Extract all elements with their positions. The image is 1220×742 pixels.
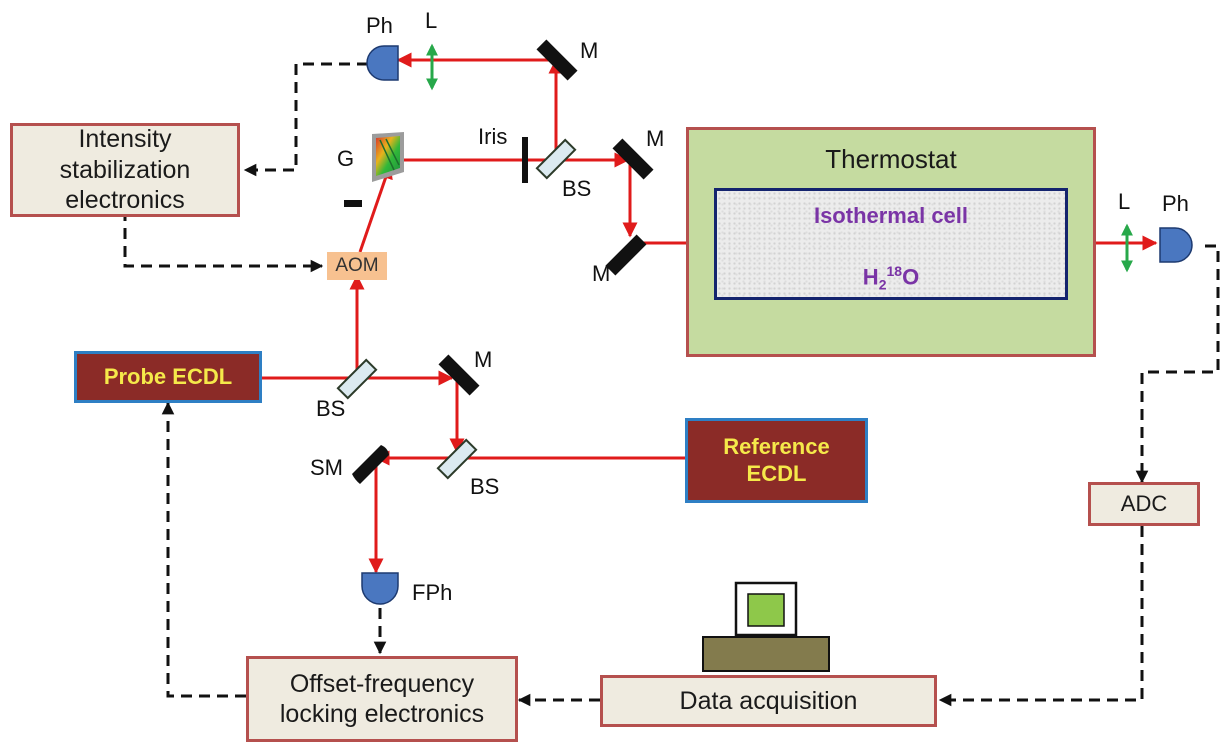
cell-sample-main: H <box>862 264 879 290</box>
cell-sample-sup: 18 <box>886 263 903 279</box>
photodetector-icon <box>1159 227 1193 263</box>
signal-offset-to-probe <box>161 401 246 698</box>
grating-icon <box>372 132 404 182</box>
photodetector-icon <box>366 45 399 81</box>
mirror-icon <box>438 354 480 396</box>
cell-sample-sub: 2 <box>878 276 887 293</box>
thermostat-title: Thermostat <box>825 144 957 174</box>
beam-aom-to-grating <box>358 163 393 253</box>
isothermal-cell: Isothermal cell H218O <box>714 188 1068 300</box>
offset-locking-box: Offset-frequency locking electronics <box>246 656 518 742</box>
mirror-icon <box>612 138 654 180</box>
signal-ph-to-intensity <box>243 62 368 177</box>
label-ph-top: Ph <box>366 13 393 38</box>
label-fph: FPh <box>412 580 452 605</box>
cell-title: Isothermal cell <box>813 203 969 228</box>
mirrors <box>352 39 654 484</box>
aom-box: AOM <box>327 252 387 280</box>
curved-mirror-icon <box>352 445 389 484</box>
label-sm: SM <box>310 455 343 480</box>
label-m-left-mid: M <box>592 261 610 286</box>
intensity-stabilization-box: Intensity stabilization electronics <box>10 123 240 217</box>
lenses <box>426 43 1133 273</box>
label-g: G <box>337 146 354 171</box>
label-bs-bottom: BS <box>470 474 499 499</box>
iris-icon <box>522 137 528 183</box>
beam-splitter-icon <box>436 438 478 480</box>
computer-icon <box>702 581 830 672</box>
signal-lines <box>123 62 1220 707</box>
mirror-icon <box>536 39 578 81</box>
label-bs-left: BS <box>316 396 345 421</box>
cell-sample-tail: O <box>902 264 920 290</box>
label-bs-top: BS <box>562 176 591 201</box>
photodetector-icon <box>361 572 399 605</box>
label-m-top: M <box>580 38 598 63</box>
beam-splitters <box>336 138 577 480</box>
beam-splitter-icon <box>535 138 577 180</box>
signal-intensity-to-aom <box>123 210 324 273</box>
reference-ecdl-box: Reference ECDL <box>685 418 868 503</box>
data-acquisition-box: Data acquisition <box>600 675 937 727</box>
beam-block-icon <box>344 200 362 207</box>
beam-splitter-icon <box>336 358 378 400</box>
label-l-right: L <box>1118 189 1130 214</box>
signal-adc-to-daq <box>938 526 1144 707</box>
mirror-icon <box>605 234 647 276</box>
label-iris: Iris <box>478 124 507 149</box>
label-m-right-top: M <box>646 126 664 151</box>
probe-ecdl-box: Probe ECDL <box>74 351 262 403</box>
label-l-top: L <box>425 8 437 33</box>
adc-box: ADC <box>1088 482 1200 526</box>
cell-sample: H218O <box>717 263 1065 293</box>
label-ph-right: Ph <box>1162 191 1189 216</box>
photodetectors <box>361 45 1193 605</box>
signal-ph-to-adc <box>1135 244 1220 484</box>
label-m-mid: M <box>474 347 492 372</box>
